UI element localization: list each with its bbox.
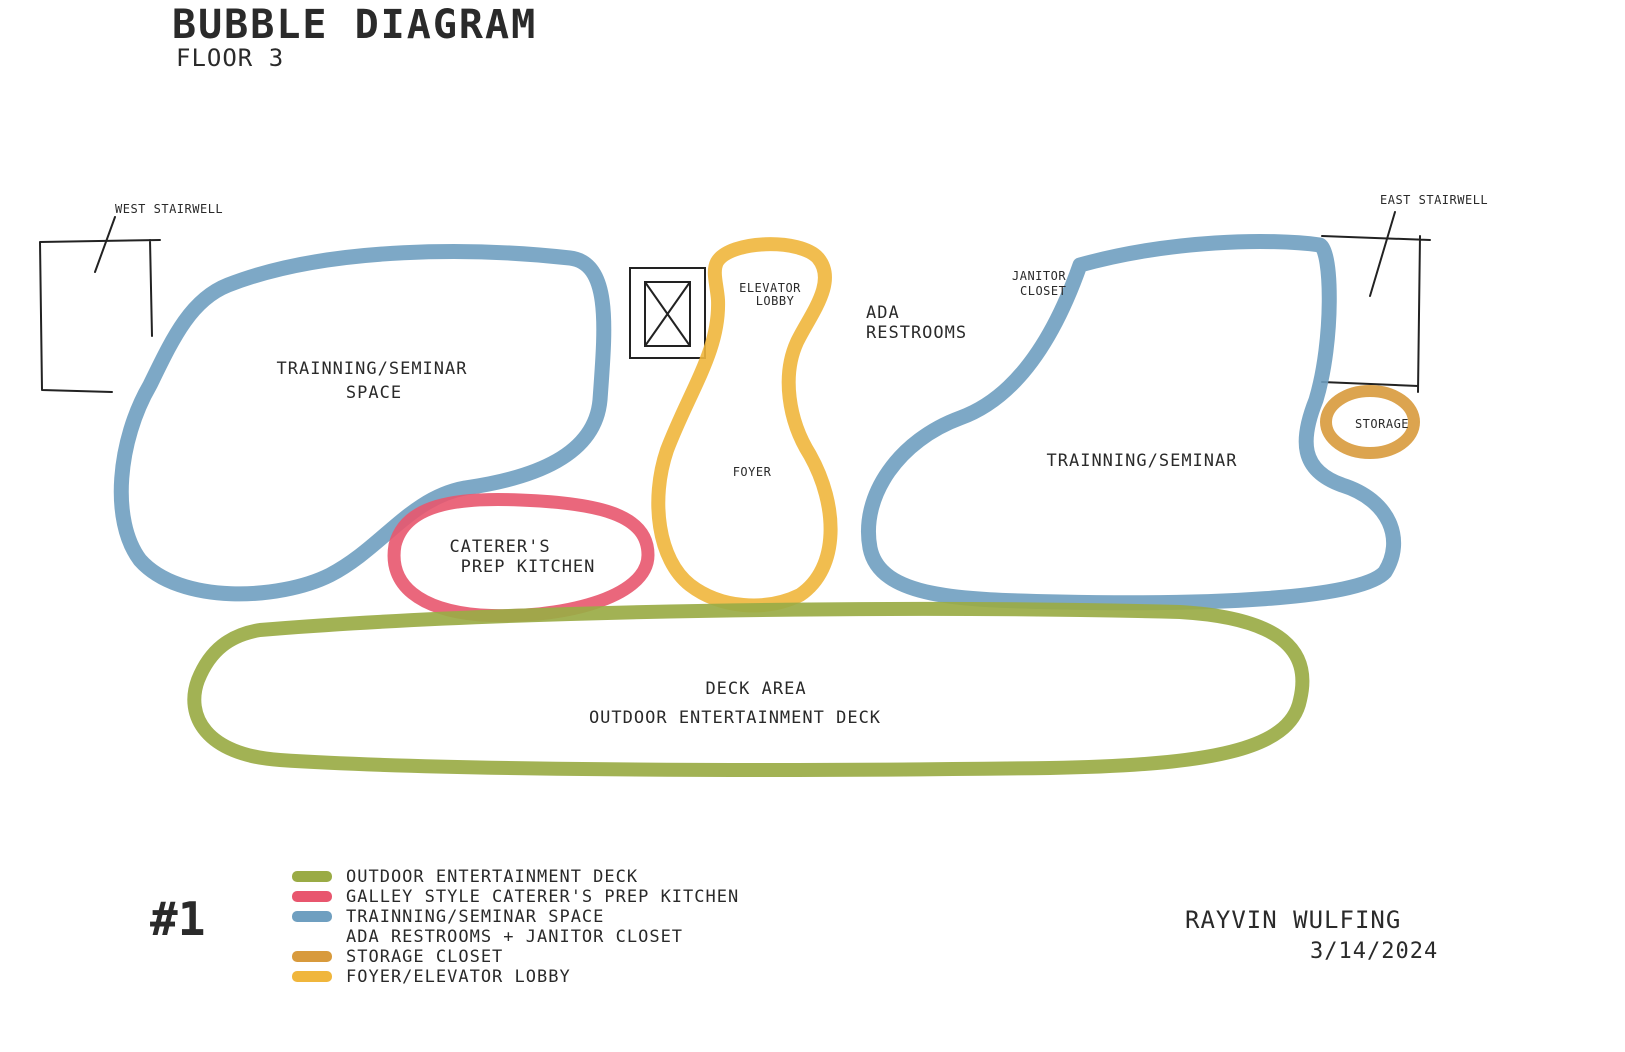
legend-label: STORAGE CLOSET — [346, 947, 503, 967]
sheet-number: #1 — [150, 892, 205, 946]
diagram-date: 3/14/2024 — [1310, 939, 1438, 964]
legend-label: OUTDOOR ENTERTAINMENT DECK — [346, 867, 638, 887]
legend-swatch — [292, 891, 332, 902]
east-stairwell-symbol — [1321, 211, 1431, 393]
legend-swatch — [292, 871, 332, 882]
legend-label: ADA RESTROOMS + JANITOR CLOSET — [346, 927, 683, 947]
caterer-label-line1: CATERER'S — [449, 537, 550, 557]
caterer-label-line2: PREP KITCHEN — [461, 557, 596, 577]
diagram-subtitle: FLOOR 3 — [176, 44, 284, 72]
legend-label: GALLEY STYLE CATERER'S PREP KITCHEN — [346, 887, 739, 907]
east-stairwell-label: EAST STAIRWELL — [1380, 193, 1488, 207]
west-stairwell-label: WEST STAIRWELL — [115, 202, 223, 216]
training-west-label-line2: SPACE — [346, 383, 402, 403]
legend-swatch — [292, 911, 332, 922]
janitor-closet-label-line2: CLOSET — [1020, 284, 1066, 298]
elevator-shaft-symbol — [629, 267, 706, 359]
outdoor-entertainment-deck-bubble — [187, 602, 1310, 777]
storage-closet-bubble — [1320, 385, 1420, 459]
foyer-label: FOYER — [733, 465, 772, 479]
ada-restrooms-label-line2: RESTROOMS — [866, 323, 967, 343]
training-east-label: TRAINNING/SEMINAR — [1047, 451, 1238, 471]
legend-label: FOYER/ELEVATOR LOBBY — [346, 967, 571, 987]
storage-label: STORAGE — [1355, 417, 1409, 431]
training-west-label-line1: TRAINNING/SEMINAR — [277, 359, 468, 379]
deck-label-line2: OUTDOOR ENTERTAINMENT DECK — [589, 708, 881, 728]
ada-restrooms-label-line1: ADA — [866, 303, 900, 323]
diagram-title: BUBBLE DIAGRAM — [172, 2, 537, 48]
author-signature: RAYVIN WULFING — [1185, 906, 1401, 934]
training-seminar-east-bubble — [861, 234, 1401, 611]
elevator-lobby-label-line2: LOBBY — [756, 294, 795, 308]
legend-swatch — [292, 971, 332, 982]
deck-label-line1: DECK AREA — [705, 679, 806, 699]
west-stairwell-symbol — [39, 216, 161, 393]
legend-label: TRAINNING/SEMINAR SPACE — [346, 907, 604, 927]
legend-swatch — [292, 951, 332, 962]
caterers-prep-kitchen-bubble — [387, 492, 655, 623]
elevator-lobby-label-line1: ELEVATOR — [739, 281, 801, 295]
foyer-elevator-lobby-bubble — [651, 237, 838, 613]
legend-swatch — [292, 931, 332, 942]
janitor-closet-label-line1: JANITOR — [1012, 269, 1066, 283]
